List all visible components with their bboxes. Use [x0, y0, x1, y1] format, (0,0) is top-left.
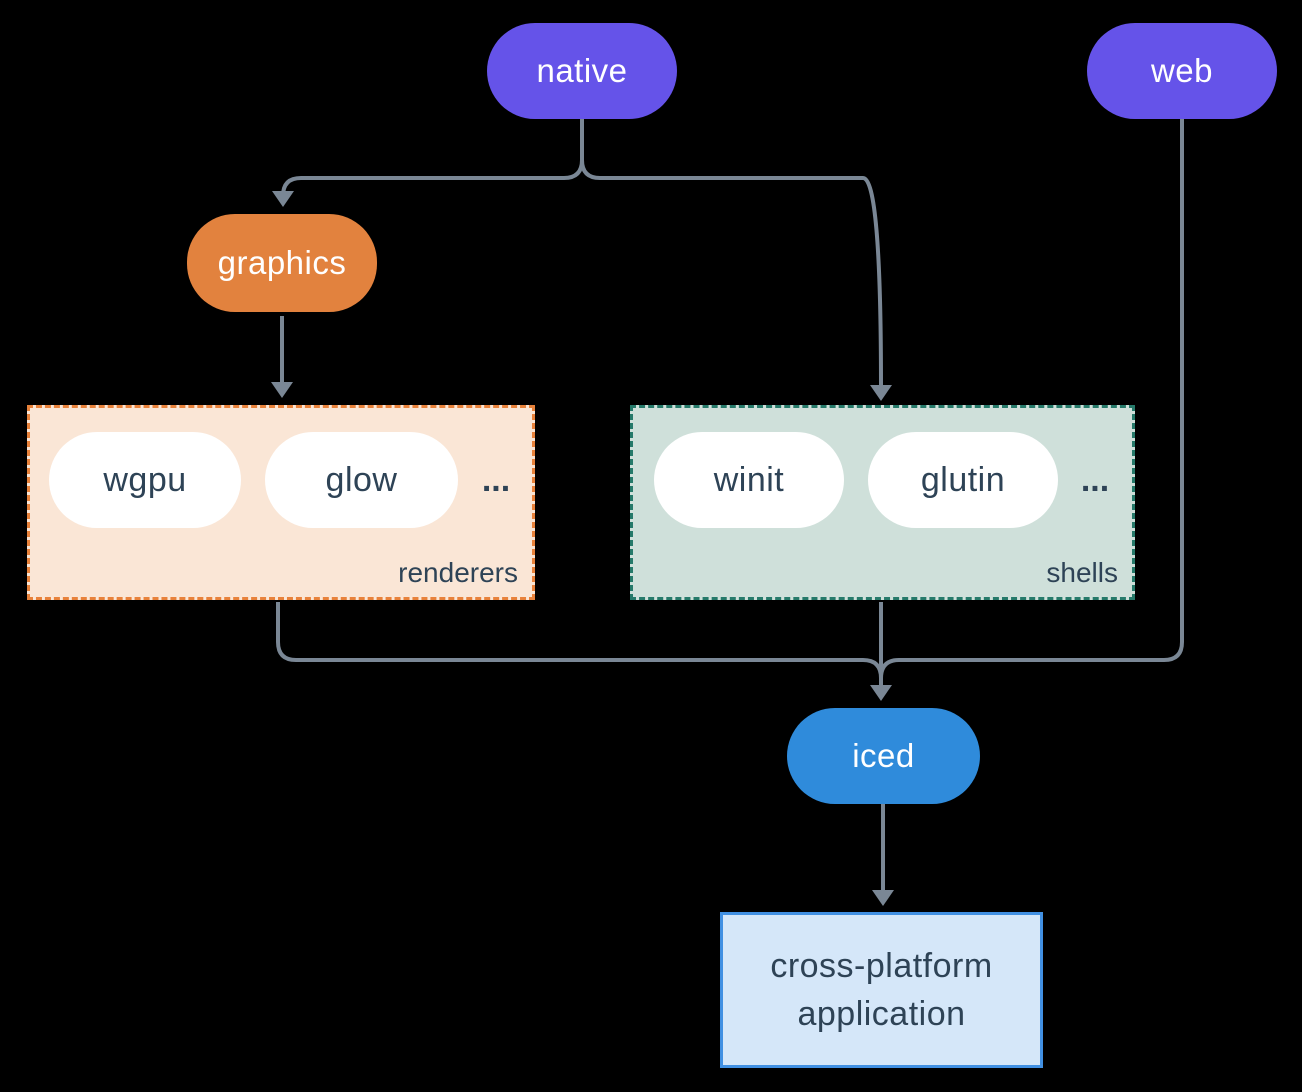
- edge-renderers-iced: [276, 602, 883, 679]
- edge-web-iced: [879, 119, 1184, 679]
- app-label-line1: cross-platform: [770, 947, 993, 985]
- node-web: web: [1087, 23, 1277, 119]
- renderers-group-label: renderers: [398, 557, 518, 588]
- arrowhead-renderers: [271, 382, 293, 398]
- group-renderers: wgpu glow ... renderers: [27, 405, 535, 600]
- arrowhead-app: [872, 890, 894, 906]
- shells-group-label: shells: [1046, 557, 1118, 588]
- node-graphics: graphics: [187, 214, 377, 312]
- node-iced: iced: [787, 708, 980, 804]
- node-winit: winit: [654, 432, 844, 528]
- arrowhead-graphics: [272, 191, 294, 207]
- node-glutin: glutin: [868, 432, 1058, 528]
- edge-native-graphics: [281, 119, 584, 197]
- app-label-line2: application: [797, 995, 966, 1033]
- node-cross-platform-application: cross-platform application: [720, 912, 1043, 1068]
- group-shells: winit glutin ... shells: [630, 405, 1135, 600]
- edge-native-shells: [580, 119, 883, 388]
- arrowhead-iced: [870, 685, 892, 701]
- node-glow: glow: [265, 432, 458, 528]
- renderers-ellipsis: ...: [481, 460, 511, 499]
- shells-ellipsis: ...: [1080, 460, 1110, 499]
- node-native: native: [487, 23, 677, 119]
- arrowhead-shells: [870, 385, 892, 401]
- node-wgpu: wgpu: [49, 432, 241, 528]
